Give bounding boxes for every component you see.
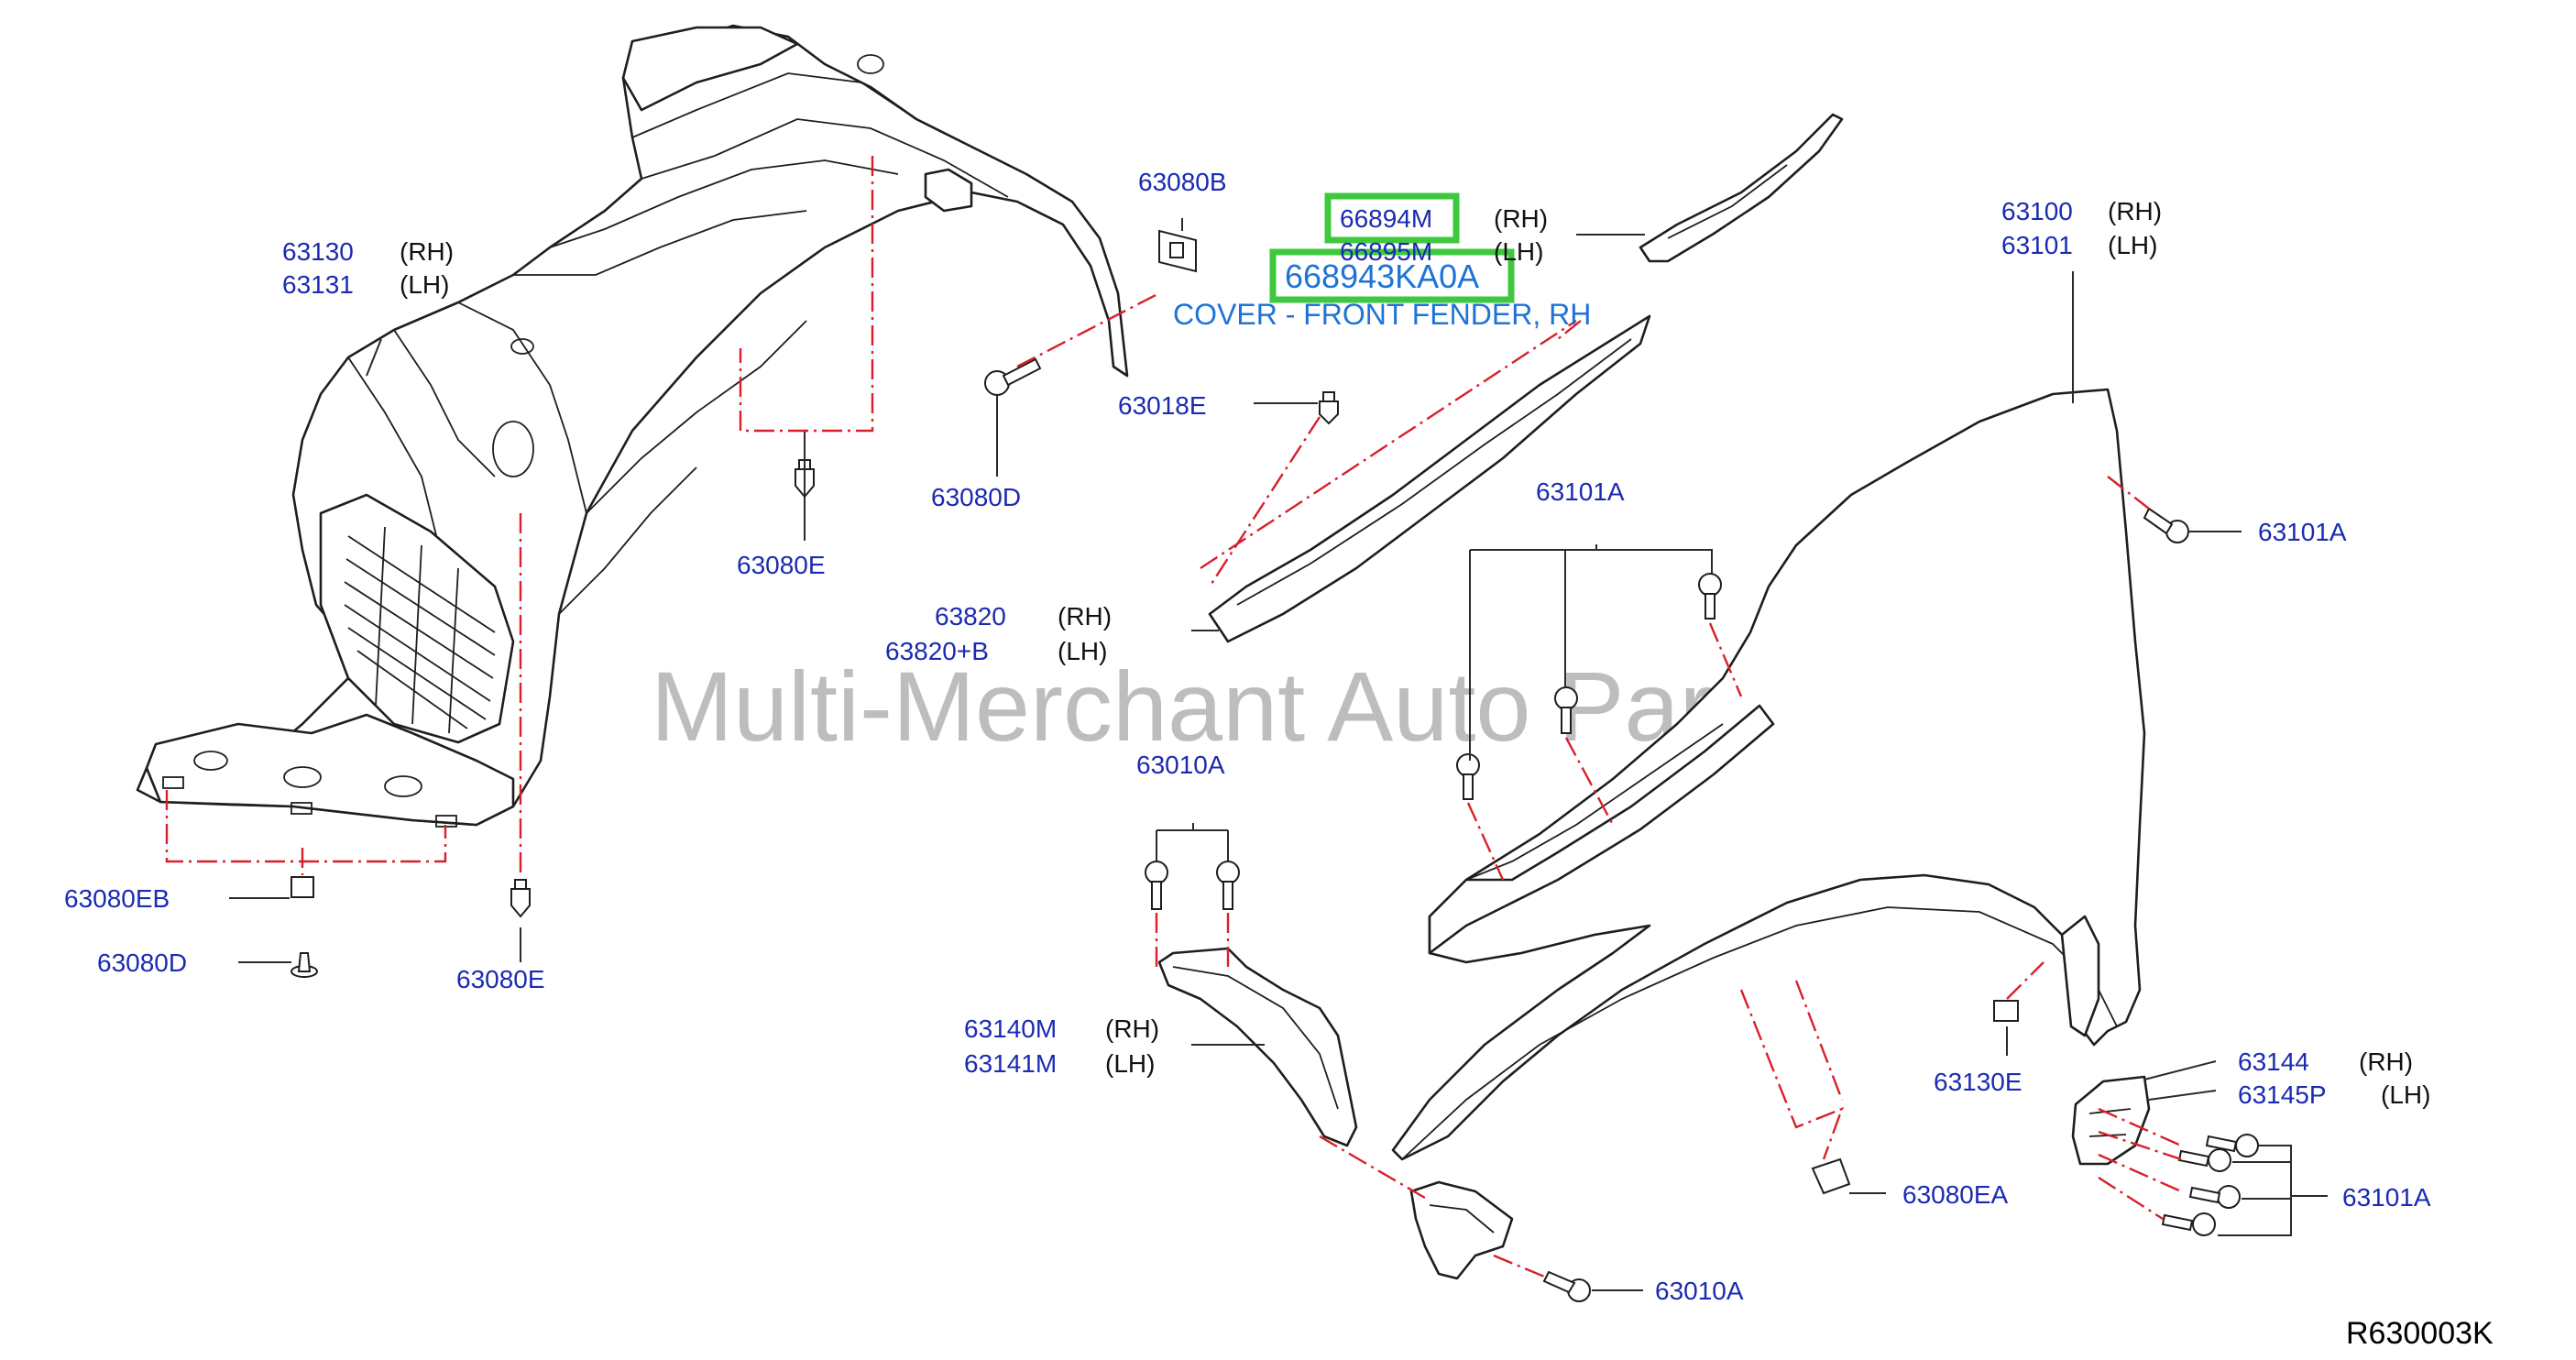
splash-bracket-drawing	[1157, 947, 1358, 1147]
callout-63820B-side: (LH)	[1058, 637, 1107, 665]
callout-63010A-bottom-number[interactable]: 63010A	[1655, 1277, 1744, 1305]
callout-63141M-number[interactable]: 63141M	[964, 1049, 1057, 1078]
callout-63101-number[interactable]: 63101	[2001, 231, 2073, 259]
callout-63145P-side: (LH)	[2381, 1080, 2430, 1109]
callout-63080E-top-number[interactable]: 63080E	[737, 551, 826, 579]
callout-63820B-number[interactable]: 63820+B	[885, 637, 989, 665]
callout-63080EA-number[interactable]: 63080EA	[1902, 1180, 2009, 1209]
callout-63820-number[interactable]: 63820	[935, 602, 1006, 631]
callout-66895M-number[interactable]: 66895M	[1340, 237, 1432, 266]
callout-66894M-number[interactable]: 66894M	[1340, 204, 1432, 233]
assembly-lines	[165, 156, 2182, 1280]
callout-66895M-side: (LH)	[1494, 237, 1543, 266]
callout-63101A-top-number[interactable]: 63101A	[1536, 477, 1625, 506]
callout-63101-side: (LH)	[2108, 231, 2157, 259]
highlighted-part-number[interactable]: 668943KA0A	[1285, 258, 1479, 295]
callout-63101A-bottom-number[interactable]: 63101A	[2342, 1183, 2431, 1212]
callout-63140M-number[interactable]: 63140M	[964, 1015, 1057, 1043]
fasteners	[290, 229, 2259, 1302]
highlight-box-66894M	[1324, 192, 1460, 244]
callout-63131-number[interactable]: 63131	[282, 270, 354, 299]
callout-63130E-number[interactable]: 63130E	[1934, 1068, 2022, 1096]
rear-brace-drawing	[2071, 1075, 2151, 1166]
callout-63080D-bottom-number[interactable]: 63080D	[97, 949, 187, 977]
callout-63010A-mid-number[interactable]: 63010A	[1136, 751, 1225, 779]
callout-63130-number[interactable]: 63130	[282, 237, 354, 266]
callout-63080EB-number[interactable]: 63080EB	[64, 884, 170, 913]
front-fender-drawing	[1391, 388, 2146, 1161]
callout-63820-side: (RH)	[1058, 602, 1112, 631]
lower-bracket-drawing	[1409, 1180, 1514, 1280]
callout-66894M-side: (RH)	[1494, 204, 1548, 233]
fender-cover-strip-drawing	[1208, 314, 1651, 643]
callout-63080E-bottom-number[interactable]: 63080E	[456, 965, 545, 993]
callout-63130-side: (RH)	[400, 237, 454, 266]
callout-63080D-top-number[interactable]: 63080D	[931, 483, 1021, 511]
diagram-reference-code: R630003K	[2346, 1316, 2494, 1351]
fender-liner-drawing	[136, 24, 1129, 828]
fender-moulding-drawing	[1639, 113, 1844, 263]
callout-63144-side: (RH)	[2359, 1047, 2413, 1076]
callout-63018E-number[interactable]: 63018E	[1118, 391, 1207, 420]
callout-63141M-side: (LH)	[1105, 1049, 1155, 1078]
callout-63140M-side: (RH)	[1105, 1015, 1159, 1043]
highlight-box-part-number	[1269, 248, 1515, 303]
callout-63080B-number[interactable]: 63080B	[1138, 168, 1227, 196]
callout-labels: 63130 (RH) 63131 (LH) 63080B 66894M (RH)…	[64, 168, 2494, 1351]
callout-63144-number[interactable]: 63144	[2238, 1047, 2309, 1076]
highlighted-part-description: COVER - FRONT FENDER, RH	[1173, 298, 1591, 331]
callout-63145P-number[interactable]: 63145P	[2238, 1080, 2327, 1109]
callout-63100-side: (RH)	[2108, 197, 2162, 225]
callout-63100-number[interactable]: 63100	[2001, 197, 2073, 225]
callout-63101A-right-number[interactable]: 63101A	[2258, 518, 2347, 546]
leader-lines	[229, 218, 2328, 1291]
callout-63131-side: (LH)	[400, 270, 449, 299]
